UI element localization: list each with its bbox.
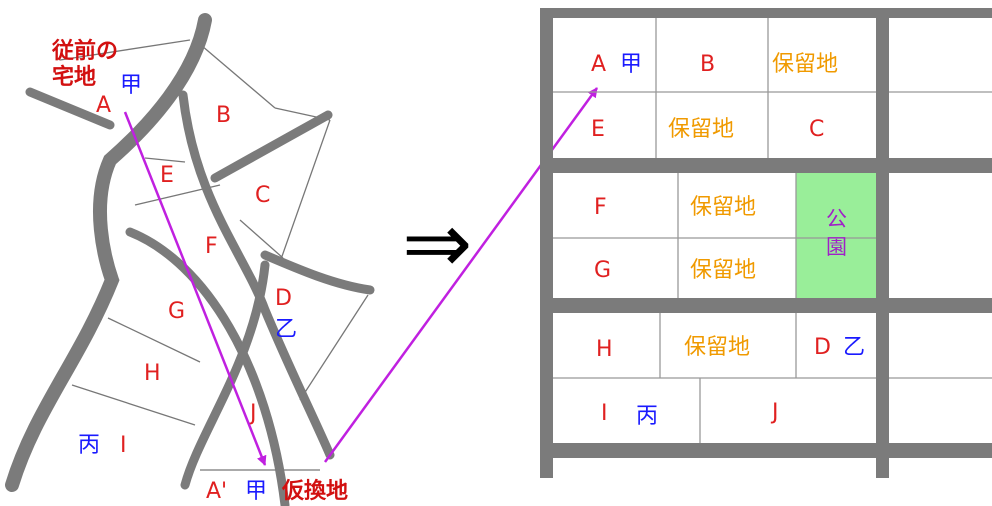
prior-land-label-line1: 従前の [51,38,118,64]
before-lot-i: I [120,433,127,458]
after-map: A 甲 B 保留地 E 保留地 C F 保留地 公 園 G 保留地 H 保留地 … [540,8,992,478]
before-owner-ko-2: 甲 [245,479,267,504]
before-lot-h: H [144,361,161,386]
after-lot-d: D [814,335,831,360]
after-owner-hei: 丙 [636,404,658,429]
park-label-line2: 園 [826,235,847,259]
before-lot-a: A [96,93,111,118]
before-lot-b: B [216,103,231,128]
after-lot-b: B [700,52,715,77]
after-lot-e: E [591,117,605,142]
after-lot-i: I [601,401,608,426]
after-reserved-land-5: 保留地 [684,335,750,360]
after-lot-j: J [770,400,779,425]
prior-land-label-line2: 宅地 [52,64,96,90]
after-owner-ko: 甲 [620,52,642,77]
after-lot-h: H [596,337,613,362]
before-map: 従前の 宅地 A 甲 B E C F D 乙 G H J 丙 I A' 甲 仮換… [5,13,375,506]
park-area [796,173,876,298]
park-label-line1: 公 [826,207,847,231]
arrow-a-to-a-prime [123,111,267,466]
before-roads [5,13,375,506]
after-parcel-lines [546,15,992,443]
after-reserved-land-4: 保留地 [690,258,756,283]
after-roads [540,8,992,478]
before-lot-e: E [160,163,174,188]
before-parcel-lines [59,39,369,471]
provisional-land-label: 仮換地 [281,478,348,504]
after-reserved-land-3: 保留地 [690,195,756,220]
implies-arrow-symbol: ⇒ [402,194,472,292]
after-lot-g: G [594,258,611,283]
after-reserved-land-1: 保留地 [772,52,838,77]
before-lot-f: F [205,234,218,259]
before-lot-c: C [255,183,270,208]
after-lot-f: F [594,195,607,220]
after-lot-c: C [809,117,824,142]
before-owner-ko: 甲 [120,73,142,98]
before-lot-a-prime: A' [206,479,227,504]
before-lot-j: J [248,401,257,426]
before-owner-otsu: 乙 [275,317,297,342]
before-lot-d: D [275,286,292,311]
after-lot-a: A [591,52,606,77]
after-reserved-land-2: 保留地 [668,117,734,142]
before-owner-hei: 丙 [78,433,100,458]
after-owner-otsu: 乙 [843,335,865,360]
before-lot-g: G [168,299,185,324]
